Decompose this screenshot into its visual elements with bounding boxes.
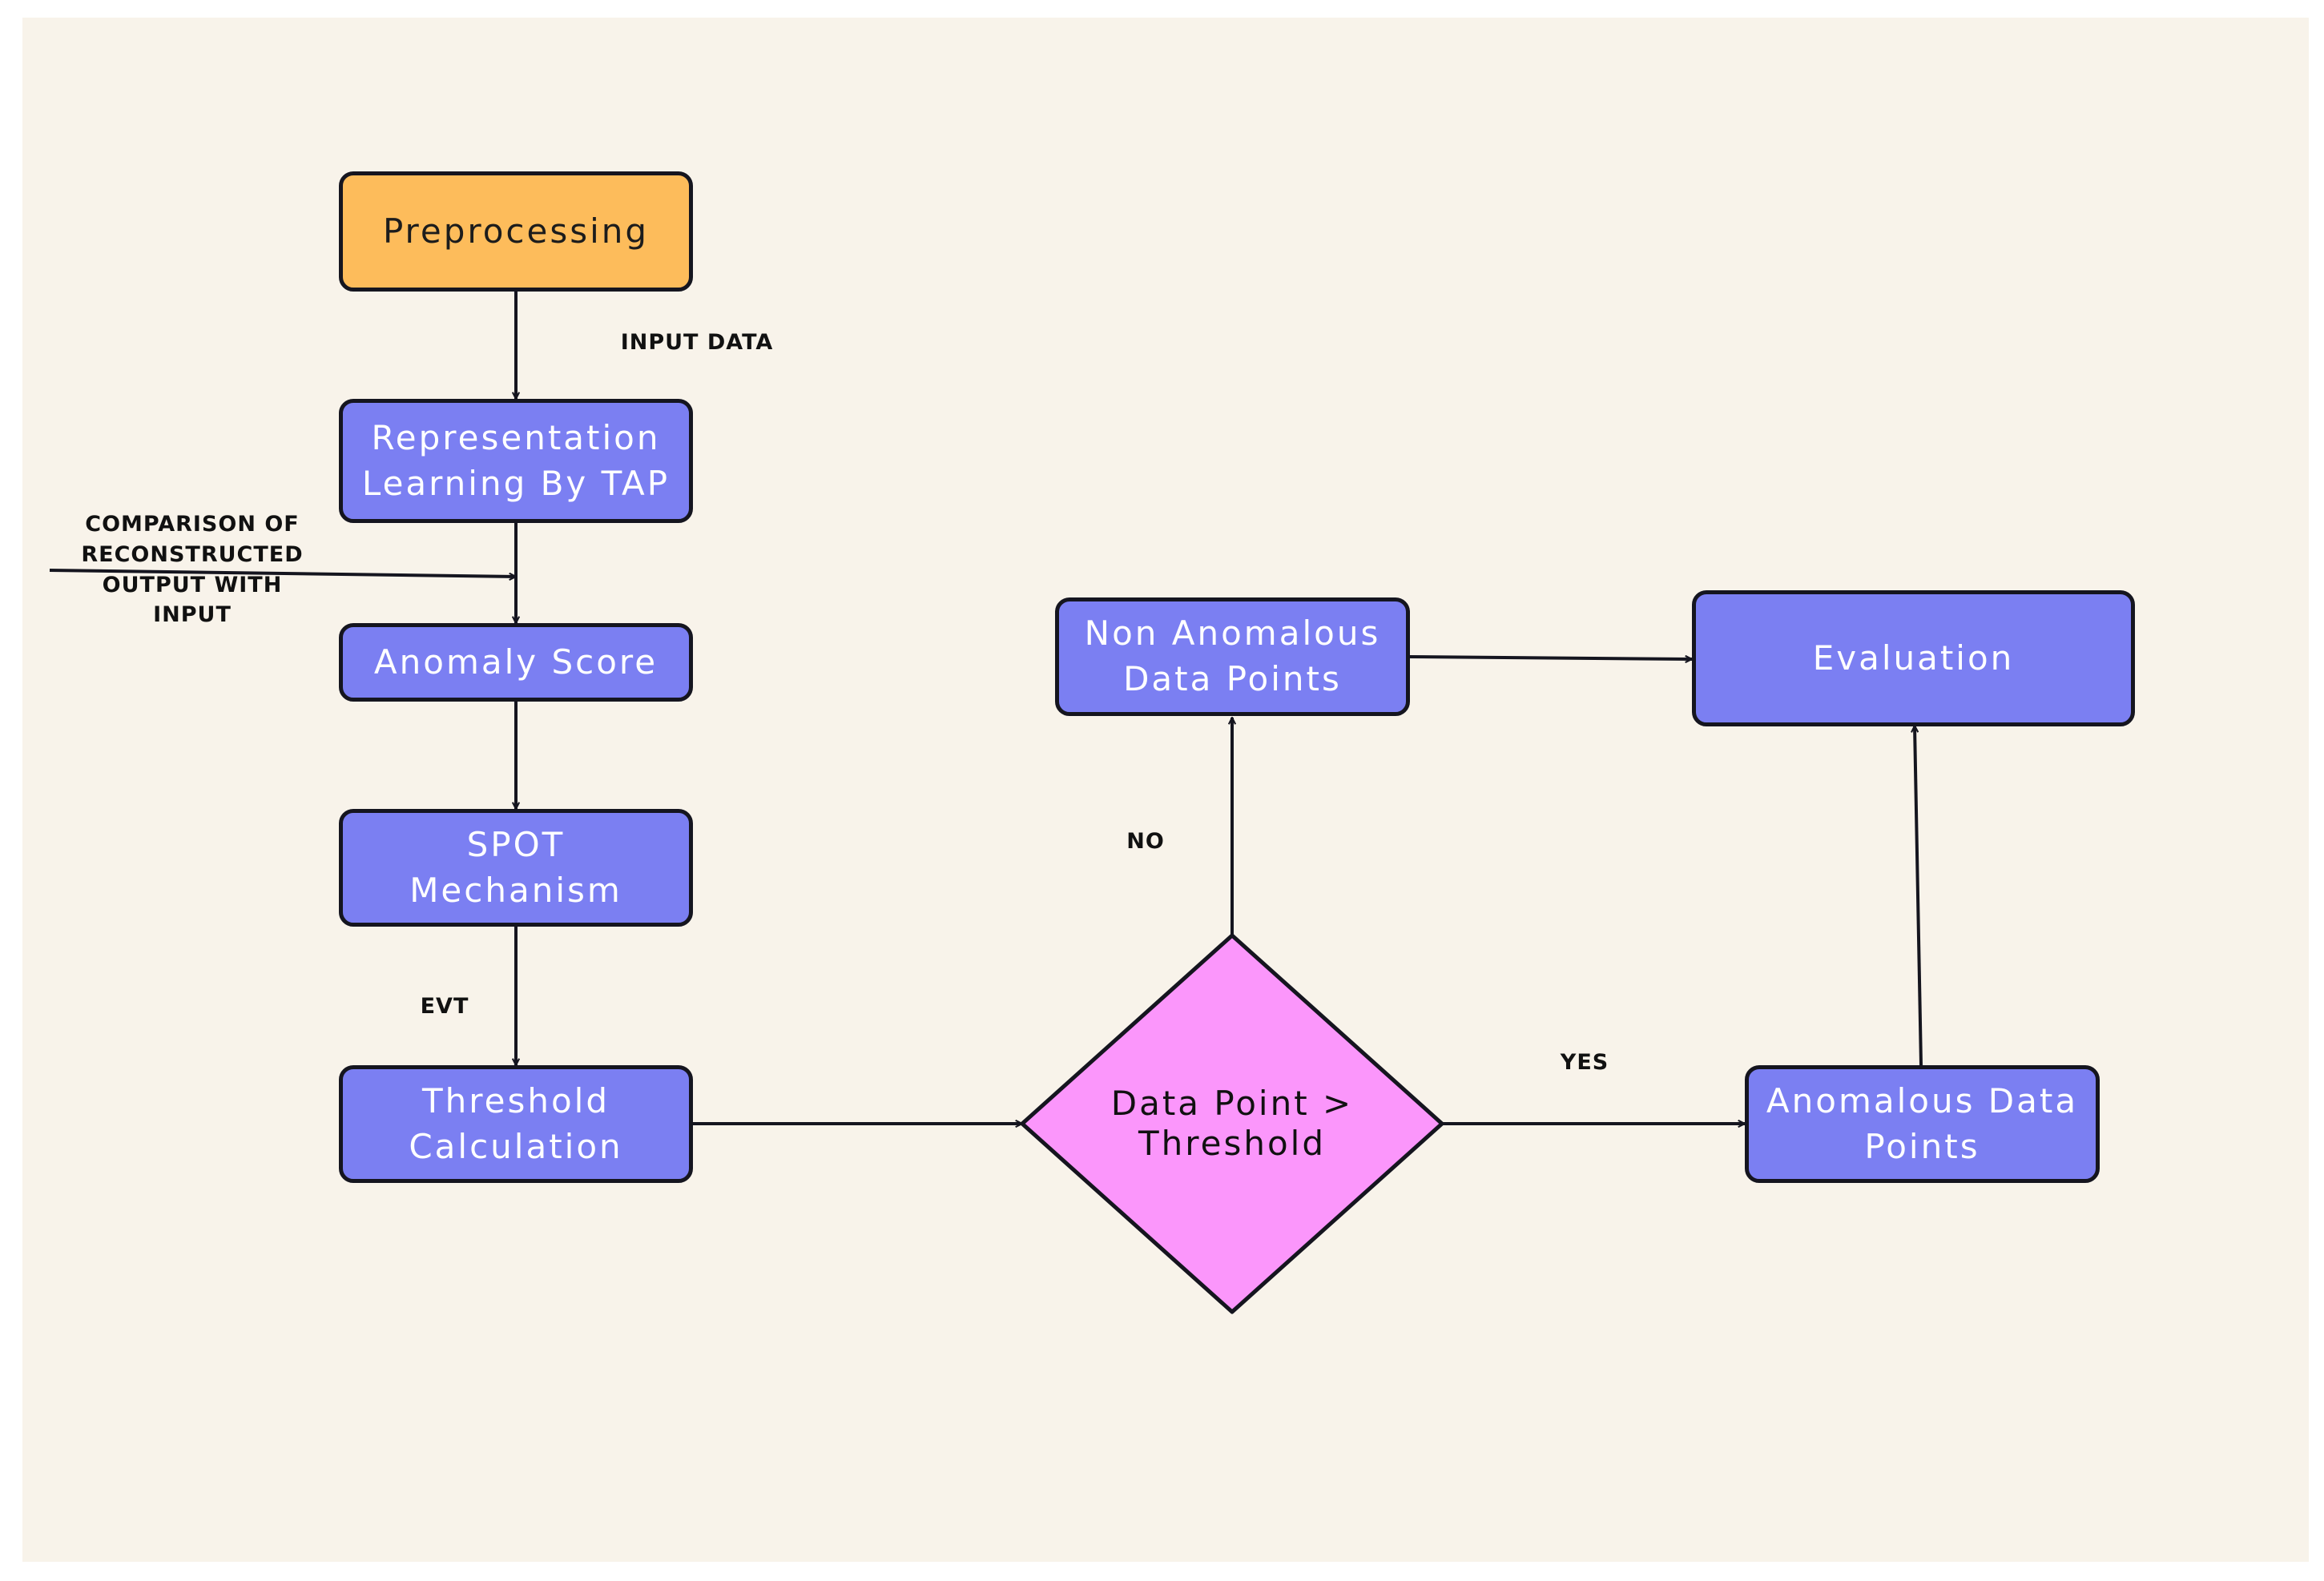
anomalous-node: Anomalous Data Points: [1745, 1065, 2100, 1183]
evaluation-node: Evaluation: [1692, 590, 2135, 726]
edge-non-anomalous-to-evaluation: [1409, 657, 1692, 659]
threshold-calculation-node: Threshold Calculation: [339, 1065, 693, 1183]
evt-label: EVT: [420, 994, 469, 1019]
edge-comparison-input: [49, 569, 516, 577]
edge-anomalous-to-evaluation: [1915, 726, 1923, 1066]
yes-label: YES: [1560, 1050, 1609, 1075]
non-anomalous-node: Non Anomalous Data Points: [1055, 597, 1410, 716]
decision-label: Data Point > Threshold: [1110, 1083, 1354, 1163]
comparison-label: COMPARISON OF RECONSTRUCTED OUTPUT WITH …: [81, 512, 304, 628]
representation-learning-node: Representation Learning By TAP: [339, 399, 693, 523]
spot-mechanism-node: SPOT Mechanism: [339, 809, 693, 927]
no-label: NO: [1126, 829, 1165, 854]
preprocessing-node: Preprocessing: [339, 171, 693, 292]
anomaly-score-node: Anomaly Score: [339, 623, 693, 702]
input-data-label: INPUT DATA: [620, 330, 774, 355]
decision-diamond: [1020, 933, 1444, 1314]
